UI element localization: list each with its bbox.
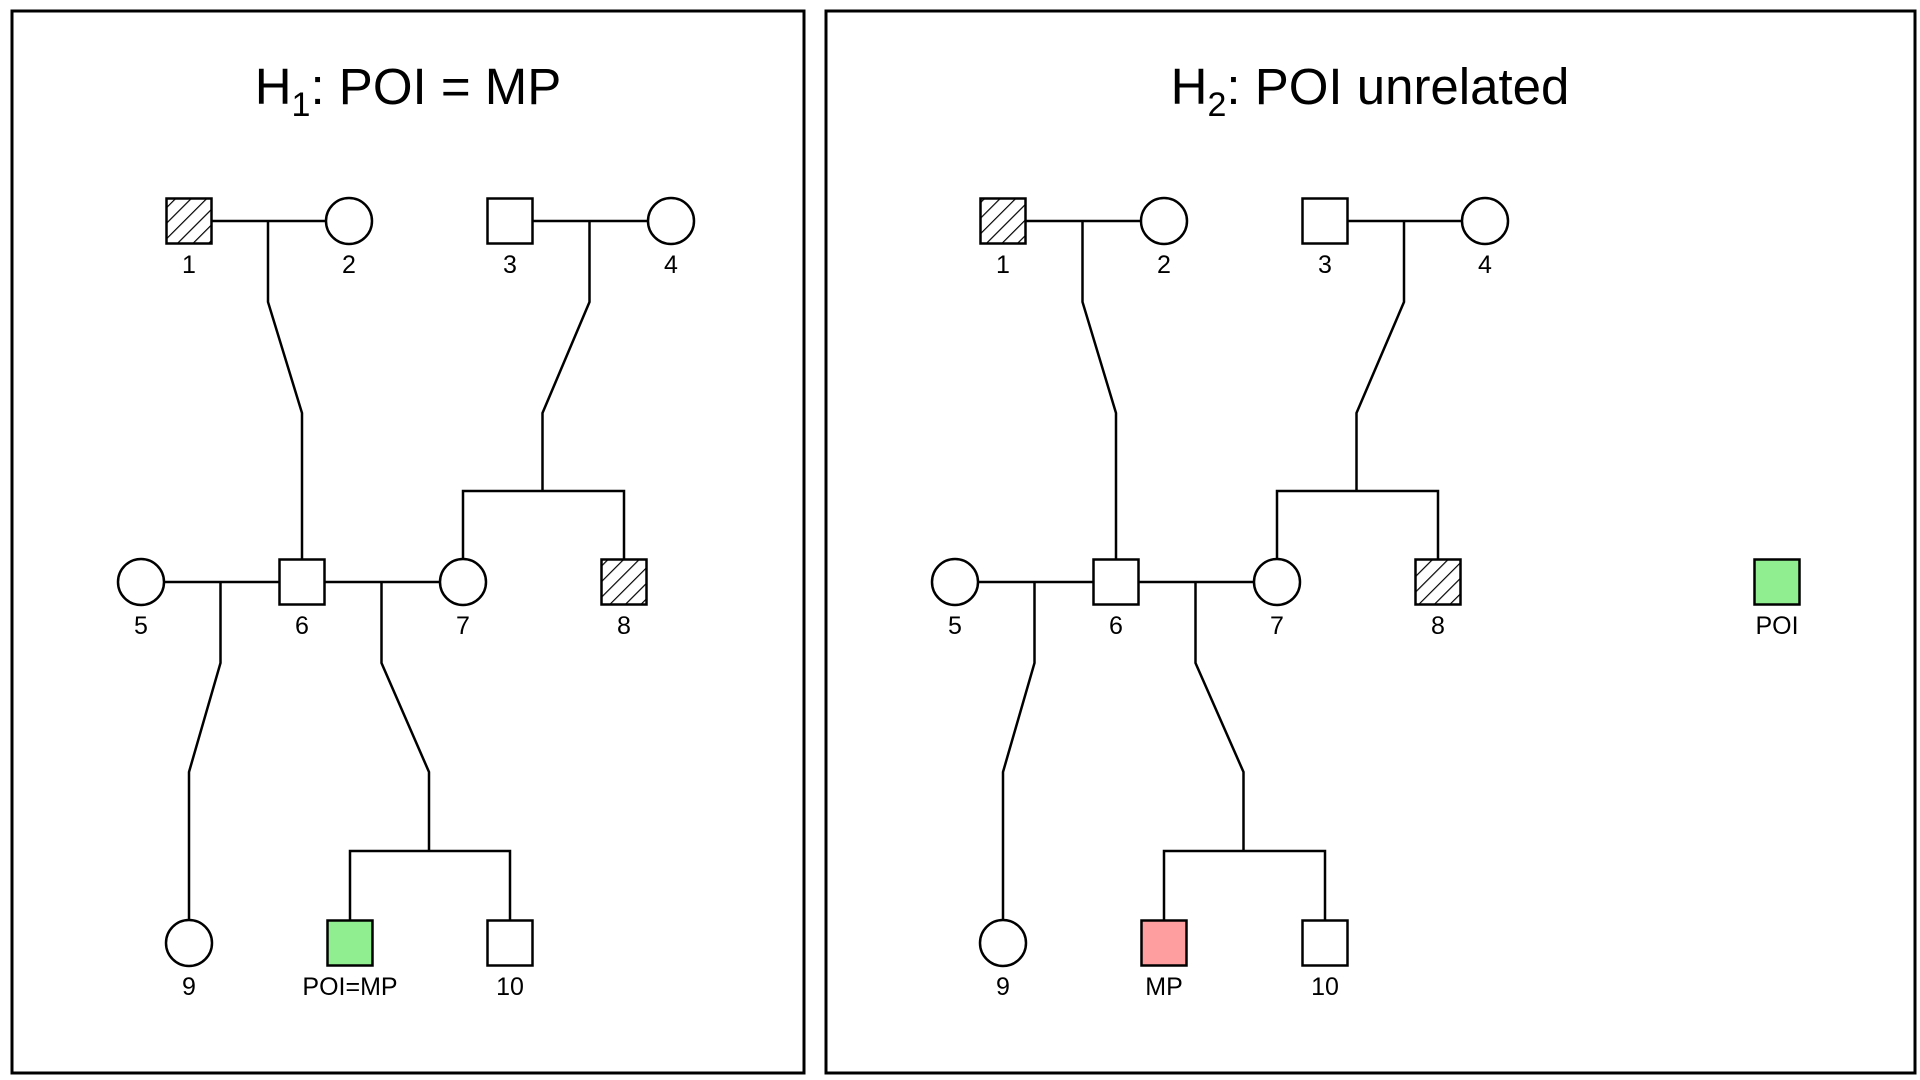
panel-h1-border: [10, 9, 806, 1075]
individual-label: 9: [996, 973, 1010, 1001]
individual-8: 8: [1414, 558, 1462, 640]
individual-label: 5: [134, 612, 148, 640]
individual-9: 9: [164, 918, 214, 1001]
pedigree-links: [164, 219, 648, 921]
male-square-symbol: [278, 558, 326, 606]
panel-h2-border: [824, 9, 1917, 1075]
pedigree-link: [541, 221, 591, 491]
male-square-symbol: [1092, 558, 1140, 606]
pedigree-link: [461, 489, 626, 560]
individual-label: 5: [948, 612, 962, 640]
individual-4: 4: [646, 196, 696, 279]
individual-5: 5: [116, 557, 166, 640]
individual-10: 10: [486, 919, 534, 1001]
male-square-symbol: [1414, 558, 1462, 606]
pedigree-link: [187, 582, 222, 920]
individual-9: 9: [978, 918, 1028, 1001]
individual-label: 3: [503, 251, 517, 279]
panel-h2-title: H2: POI unrelated: [1171, 58, 1570, 124]
pedigree-links: [978, 219, 1462, 921]
individual-label: 4: [664, 251, 678, 279]
individual-poimp: POI=MP: [302, 919, 398, 1001]
individual-3: 3: [486, 197, 534, 279]
individual-label: MP: [1145, 973, 1183, 1001]
male-square-symbol: [486, 919, 534, 967]
individual-6: 6: [1092, 558, 1140, 640]
female-circle-symbol: [1252, 557, 1302, 607]
male-square-symbol: [979, 197, 1027, 245]
male-square-symbol: [600, 558, 648, 606]
female-circle-symbol: [438, 557, 488, 607]
individual-label: 1: [996, 251, 1010, 279]
female-circle-symbol: [324, 196, 374, 246]
pedigree-link: [1194, 582, 1245, 851]
individual-1: 1: [979, 197, 1027, 279]
individual-10: 10: [1301, 919, 1349, 1001]
individual-6: 6: [278, 558, 326, 640]
pedigree-link: [348, 849, 512, 921]
individual-label: 4: [1478, 251, 1492, 279]
individual-label: 10: [1311, 973, 1339, 1001]
female-circle-symbol: [1139, 196, 1189, 246]
pedigree-link: [1355, 221, 1406, 491]
individual-label: 9: [182, 973, 196, 1001]
individual-label: 10: [496, 973, 524, 1001]
individual-8: 8: [600, 558, 648, 640]
individual-5: 5: [930, 557, 980, 640]
individual-7: 7: [1252, 557, 1302, 640]
male-square-symbol: [1301, 919, 1349, 967]
individual-label: 2: [342, 251, 356, 279]
male-square-symbol: [326, 919, 374, 967]
female-circle-symbol: [930, 557, 980, 607]
female-circle-symbol: [646, 196, 696, 246]
individual-label: 6: [1109, 612, 1123, 640]
individual-label: 3: [1318, 251, 1332, 279]
panel-h1-title: H1: POI = MP: [255, 58, 562, 124]
individual-7: 7: [438, 557, 488, 640]
individual-label: 6: [295, 612, 309, 640]
individual-3: 3: [1301, 197, 1349, 279]
pedigree-link: [380, 582, 431, 851]
male-square-symbol: [1301, 197, 1349, 245]
pedigree-link: [1081, 221, 1118, 560]
individual-mp: MP: [1140, 919, 1188, 1001]
individual-label: 7: [1270, 612, 1284, 640]
individual-2: 2: [324, 196, 374, 279]
individual-label: 1: [182, 251, 196, 279]
male-square-symbol: [486, 197, 534, 245]
female-circle-symbol: [116, 557, 166, 607]
panel-h2: H2: POI unrelated 1 2 3 4 5 6 7 8 POI 9 MP 10: [824, 9, 1917, 1075]
female-circle-symbol: [164, 918, 214, 968]
individual-4: 4: [1460, 196, 1510, 279]
male-square-symbol: [165, 197, 213, 245]
pedigree-nodes: 1 2 3 4 5 6 7 8 9 POI=MP 10: [116, 196, 696, 1001]
pedigree-link: [1162, 849, 1327, 921]
female-circle-symbol: [1460, 196, 1510, 246]
male-square-symbol: [1753, 558, 1801, 606]
panel-h1: H1: POI = MP 1 2 3 4 5 6 7 8 9 POI=MP 10: [10, 9, 806, 1075]
individual-1: 1: [165, 197, 213, 279]
pedigree-link: [1001, 582, 1036, 920]
individual-poi: POI: [1753, 558, 1801, 640]
individual-label: POI: [1755, 612, 1798, 640]
pedigree-link: [266, 221, 304, 560]
male-square-symbol: [1140, 919, 1188, 967]
individual-label: 8: [617, 612, 631, 640]
individual-label: 2: [1157, 251, 1171, 279]
individual-label: POI=MP: [302, 973, 397, 1001]
pedigree-nodes: 1 2 3 4 5 6 7 8 POI 9 MP 10: [930, 196, 1801, 1001]
individual-label: 7: [456, 612, 470, 640]
pedigree-link: [1275, 489, 1440, 560]
individual-2: 2: [1139, 196, 1189, 279]
individual-label: 8: [1431, 612, 1445, 640]
female-circle-symbol: [978, 918, 1028, 968]
